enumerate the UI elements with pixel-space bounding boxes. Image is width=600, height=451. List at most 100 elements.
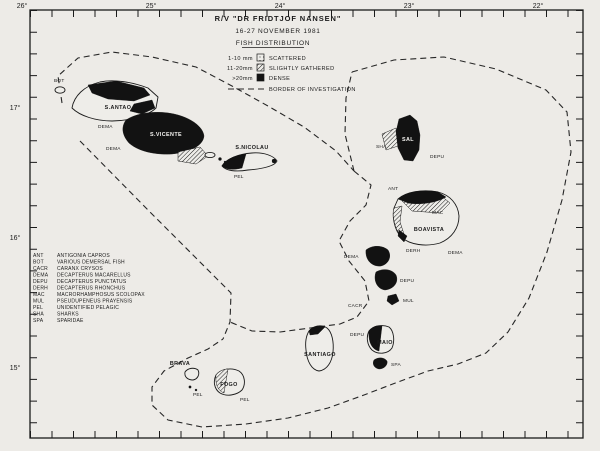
map-label: BOT bbox=[54, 78, 64, 84]
islet bbox=[54, 86, 66, 94]
islet bbox=[218, 157, 222, 161]
islet bbox=[188, 385, 192, 389]
legend-swatch-dense bbox=[256, 73, 265, 82]
species-code: DEMA bbox=[33, 273, 49, 279]
investigation-border bbox=[229, 170, 372, 333]
fish-area-dense bbox=[87, 80, 151, 102]
fish-area-dense bbox=[374, 269, 398, 291]
island-label: S.ANTAO bbox=[105, 105, 132, 111]
species-code: MAC bbox=[33, 292, 45, 298]
map-label: DEPU bbox=[430, 154, 444, 160]
island-label: S.NICOLAU bbox=[235, 145, 268, 151]
investigation-border bbox=[151, 56, 572, 428]
fish-area-dense bbox=[368, 325, 383, 352]
island-label: FOGO bbox=[220, 382, 237, 388]
island-label: BOAVISTA bbox=[414, 227, 444, 233]
legend-label: SCATTERED bbox=[269, 56, 306, 62]
map-label: DEMA bbox=[344, 254, 359, 260]
fish-area-hatched bbox=[392, 205, 405, 235]
species-code: SPA bbox=[33, 318, 44, 324]
species-name: ANTIGONIA CAPROS bbox=[57, 253, 110, 259]
map-label: SHA bbox=[376, 144, 387, 150]
top-axis-label: 26° bbox=[17, 2, 28, 10]
map-label: ANT bbox=[388, 186, 398, 192]
map-label: CACR bbox=[348, 303, 363, 309]
map-label: PEL bbox=[193, 392, 203, 398]
species-code: SHA bbox=[33, 312, 44, 318]
fish-area-dense bbox=[386, 293, 400, 306]
legend-label: SLIGHTLY GATHERED bbox=[269, 66, 335, 72]
map-label: DEPU bbox=[400, 278, 414, 284]
islet bbox=[194, 388, 198, 392]
island-sao-vicente-dense bbox=[122, 112, 205, 155]
map-label: PEL bbox=[234, 174, 244, 180]
fish-area-dense bbox=[397, 190, 447, 204]
islet bbox=[271, 158, 277, 164]
fish-area-dense bbox=[397, 229, 408, 243]
fish-area-dense bbox=[221, 153, 247, 170]
map-label: DERH bbox=[406, 248, 421, 254]
map-title-vessel: R/V "DR FRIDTJOF NANSEN" bbox=[215, 14, 342, 23]
map-label: DEMA bbox=[98, 124, 113, 130]
left-axis-label: 17° bbox=[10, 104, 21, 112]
species-code: CACR bbox=[33, 266, 48, 272]
species-name: VARIOUS DEMERSAL FISH bbox=[57, 260, 125, 266]
species-code: BOT bbox=[33, 260, 44, 266]
fish-area-hatched bbox=[177, 146, 209, 165]
species-name: SHARKS bbox=[57, 312, 79, 318]
left-axis-label: 16° bbox=[10, 234, 21, 242]
legend-size: >20mm bbox=[232, 76, 253, 82]
species-code: MUL bbox=[33, 299, 44, 305]
island-label: S.VICENTE bbox=[150, 132, 182, 138]
map-label: DEPU bbox=[350, 332, 364, 338]
island-label: BRAVA bbox=[170, 361, 190, 367]
map-frame bbox=[29, 9, 584, 439]
species-name: DECAPTERUS PUNCTATUS bbox=[57, 279, 127, 285]
map-title-subject: FISH DISTRIBUTION bbox=[236, 40, 310, 47]
map-label: SPA bbox=[391, 362, 401, 368]
species-code: ANT bbox=[33, 253, 44, 259]
map-title-dates: 16-27 NOVEMBER 1981 bbox=[235, 28, 320, 35]
island-label: SAL bbox=[402, 137, 414, 143]
island-label: SANTIAGO bbox=[304, 352, 336, 358]
fish-area-hatched bbox=[215, 368, 229, 394]
island-santiago bbox=[305, 325, 334, 372]
islet-santa-luzia bbox=[204, 151, 216, 159]
species-code: DERH bbox=[33, 286, 48, 292]
investigation-border bbox=[79, 140, 232, 340]
species-name: DECAPTERUS MACARELLUS bbox=[57, 273, 131, 279]
legend-swatch-slightly-gathered bbox=[256, 63, 265, 72]
map-label: DEMA bbox=[106, 146, 121, 152]
left-axis-label: 15° bbox=[10, 364, 21, 372]
species-name: UNIDENTIFIED PELAGIC bbox=[57, 305, 119, 311]
fish-area-dense bbox=[129, 99, 156, 115]
legend-size: 1-10 mm bbox=[228, 56, 253, 62]
legend-size: 11-20mm bbox=[227, 66, 253, 72]
top-axis-label: 25° bbox=[146, 2, 157, 10]
map-label: MUL bbox=[403, 298, 414, 304]
species-name: CARANX CRYSOS bbox=[57, 266, 103, 272]
map-label: PEL bbox=[240, 397, 250, 403]
island-label: MAIO bbox=[377, 340, 393, 346]
fish-area-dense bbox=[308, 325, 326, 336]
fish-area-dense bbox=[373, 357, 388, 370]
top-axis-label: 23° bbox=[404, 2, 415, 10]
investigation-border bbox=[57, 51, 355, 172]
map-label: DEMA bbox=[448, 250, 463, 256]
island-brava bbox=[184, 367, 200, 381]
species-code: DEPU bbox=[33, 279, 48, 285]
species-name: DECAPTERUS RHONCHUS bbox=[57, 286, 126, 292]
species-name: MACRORHAMPHOSUS SCOLOPAX bbox=[57, 292, 145, 298]
island-sal-dense bbox=[395, 114, 421, 162]
species-name: PSEUDUPENEUS PRAYENSIS bbox=[57, 299, 133, 305]
top-axis-label: 22° bbox=[533, 2, 544, 10]
species-code: PEL bbox=[33, 305, 43, 311]
legend-swatch-scattered bbox=[256, 53, 265, 62]
legend-label: BORDER OF INVESTIGATION bbox=[269, 87, 356, 93]
map-label: MAC bbox=[432, 210, 444, 216]
fish-area-dense bbox=[365, 246, 390, 267]
top-axis-label: 24° bbox=[275, 2, 286, 10]
legend-label: DENSE bbox=[269, 76, 290, 82]
